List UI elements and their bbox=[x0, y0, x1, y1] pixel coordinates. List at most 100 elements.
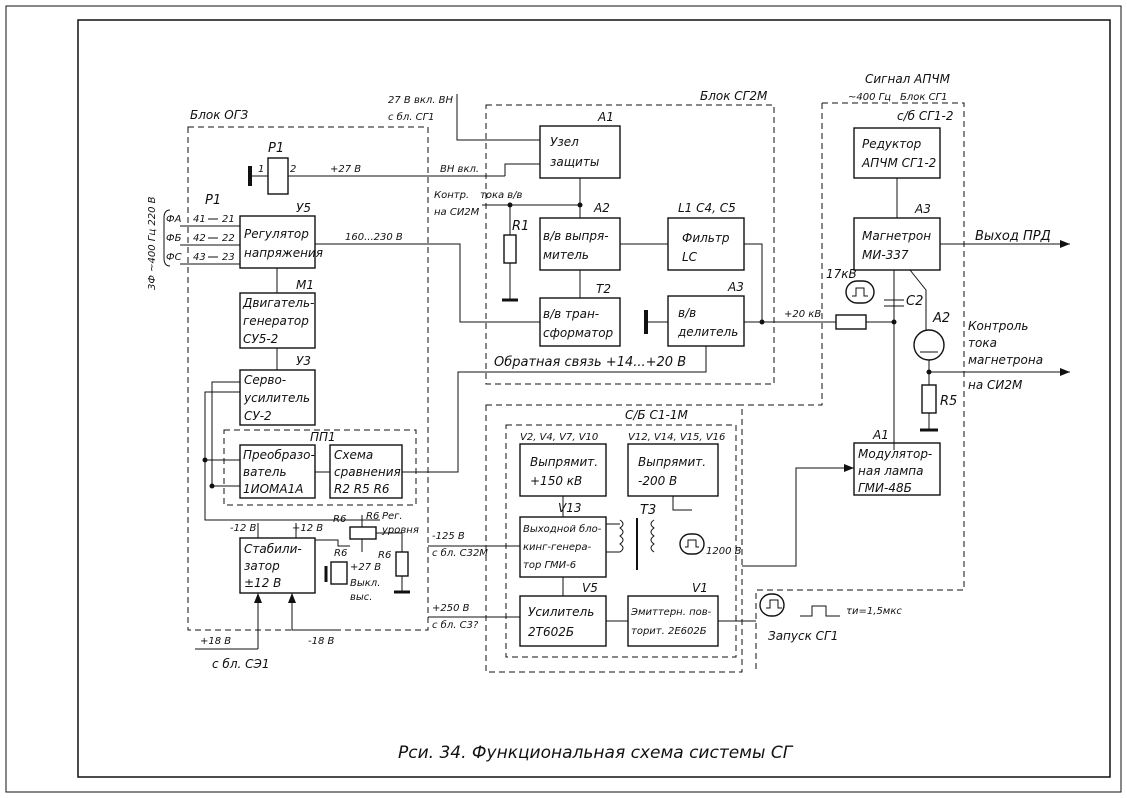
label-27v: +27 В bbox=[330, 164, 361, 175]
pulse-17kv-icon bbox=[845, 280, 875, 304]
outer-frame bbox=[5, 5, 1122, 793]
block-blocking-text3: тор ГМИ-6 bbox=[523, 560, 576, 571]
block-pp1-ref: ПП1 bbox=[310, 430, 336, 444]
label-a2-lamp: А2 bbox=[932, 311, 950, 326]
block-rect150 bbox=[519, 443, 607, 497]
label-160-230v: 160...230 В bbox=[345, 232, 403, 243]
block-stabilizer-text3: ±12 В bbox=[244, 576, 281, 590]
block-m1-ref: М1 bbox=[296, 278, 314, 292]
relay-pin2: 2 bbox=[290, 164, 296, 175]
term-23: 23 bbox=[222, 252, 235, 263]
label-r6c: R6 bbox=[378, 550, 391, 561]
block-comparison bbox=[329, 444, 403, 499]
relay-p1b-label: Р1 bbox=[205, 193, 221, 208]
block-modulator-text: Модулятор- bbox=[858, 447, 932, 461]
label-na-si2m2: на СИ2М bbox=[968, 378, 1023, 392]
label-zapusk: Запуск СГ1 bbox=[768, 629, 838, 643]
block-m1-text3: СУ5-2 bbox=[243, 332, 278, 346]
block-emitter-text: Эмиттерн. пов- bbox=[630, 607, 712, 618]
block-m1 bbox=[239, 292, 316, 349]
group-sb-title: С/Б С1-1М bbox=[625, 408, 688, 422]
block-u3 bbox=[239, 369, 316, 426]
term-42: 42 bbox=[193, 233, 206, 244]
relay-pin1: 1 bbox=[258, 164, 264, 175]
label-vys: выс. bbox=[350, 592, 372, 603]
figure-caption: Рси. 34. Функциональная схема системы СГ bbox=[398, 743, 794, 763]
term-21: 21 bbox=[222, 214, 235, 225]
block-u5 bbox=[239, 215, 316, 269]
label-18v-minus: -18 В bbox=[308, 636, 335, 647]
block-pp1 bbox=[239, 444, 316, 499]
block-stabilizer-text2: затор bbox=[244, 559, 280, 573]
block-modulator-text3: ГМИ-48Б bbox=[858, 481, 912, 495]
block-rect150-ref: V2, V4, V7, V10 bbox=[520, 432, 598, 443]
block-t2-text: в/в тран- bbox=[543, 307, 599, 321]
block-pp1-text: Преобразо- bbox=[243, 448, 315, 462]
resistor-r1 bbox=[503, 234, 517, 264]
block-amplifier bbox=[519, 595, 607, 647]
label-20kv: +20 кВ bbox=[784, 309, 821, 320]
block-u5-text2: напряжения bbox=[244, 246, 323, 260]
relay-p1 bbox=[267, 157, 289, 195]
block-a2-ref: А2 bbox=[593, 201, 610, 215]
block-emitter bbox=[627, 595, 719, 647]
block-u5-text: Регулятор bbox=[244, 227, 309, 241]
label-from-se1: с бл. СЭ1 bbox=[212, 657, 270, 671]
group-sg1 bbox=[755, 102, 965, 672]
label-kontr: Контр. bbox=[434, 190, 469, 201]
block-t2-transformer bbox=[539, 297, 621, 347]
label-output-prd: Выход ПРД bbox=[975, 229, 1051, 244]
diode-lamp-a2 bbox=[913, 329, 945, 361]
phase-c: ФС bbox=[166, 252, 182, 263]
pulse-1200v-icon bbox=[679, 533, 705, 555]
block-a3d-text2: делитель bbox=[677, 325, 738, 339]
block-comparison-text: Схема bbox=[334, 448, 373, 462]
label-r6b: R6 bbox=[366, 511, 379, 522]
block-u3-text3: СУ-2 bbox=[244, 409, 272, 423]
label-toka2: тока bbox=[968, 336, 997, 350]
label-feedback: Обратная связь +14...+20 В bbox=[494, 355, 686, 370]
block-filter-text2: LC bbox=[682, 250, 698, 264]
block-reductor-text: Редуктор bbox=[862, 137, 922, 151]
label-1200v: 1200 В bbox=[706, 546, 742, 557]
group-pp1 bbox=[223, 429, 417, 506]
block-magnetron-ref: А3 bbox=[914, 202, 931, 216]
label-toka: тока в/в bbox=[480, 190, 523, 201]
block-m1-text: Двигатель- bbox=[242, 296, 314, 310]
label-27v-b: +27 В bbox=[350, 562, 381, 573]
block-u5-ref: У5 bbox=[296, 201, 311, 215]
block-stabilizer-text: Стабили- bbox=[244, 542, 302, 556]
block-modulator-text2: ная лампа bbox=[858, 464, 924, 478]
label-plus12: +12 В bbox=[292, 523, 323, 534]
label-t3: Т3 bbox=[640, 503, 656, 518]
label-250v: +250 В bbox=[432, 603, 470, 614]
block-a3d-ref: А3 bbox=[727, 280, 744, 294]
block-modulator bbox=[853, 442, 941, 496]
term-43: 43 bbox=[193, 252, 206, 263]
block-emitter-text2: торит. 2Е602Б bbox=[631, 626, 707, 637]
block-a3d-text: в/в bbox=[678, 306, 696, 320]
apchm-title: Сигнал АПЧМ bbox=[865, 72, 951, 86]
block-modulator-ref: А1 bbox=[872, 428, 889, 442]
apchm-sub3: с/б СГ1-2 bbox=[897, 109, 954, 123]
label-reg: Рег. bbox=[382, 511, 403, 522]
block-rect150-text: Выпрямит. bbox=[530, 455, 598, 469]
block-a2-text2: митель bbox=[543, 248, 589, 262]
label-r5: R5 bbox=[940, 394, 957, 409]
block-blocking-ref: V13 bbox=[558, 501, 581, 515]
relay-p1-label: Р1 bbox=[268, 141, 284, 156]
block-a2-rectifier bbox=[539, 217, 621, 271]
block-rect200-text2: -200 В bbox=[638, 474, 677, 488]
label-125v: -125 В bbox=[432, 531, 465, 542]
block-m1-text2: генератор bbox=[243, 314, 309, 328]
block-magnetron bbox=[853, 217, 941, 271]
block-comparison-text3: R2 R5 R6 bbox=[334, 482, 390, 496]
block-a1-protection bbox=[539, 125, 621, 179]
block-comparison-text2: сравнения bbox=[334, 465, 401, 479]
group-ogz-title: Блок ОГЗ bbox=[190, 108, 248, 122]
label-17kv: 17кВ bbox=[826, 267, 857, 281]
label-magnetrona: магнетрона bbox=[968, 353, 1043, 367]
block-pp1-text2: ватель bbox=[243, 465, 287, 479]
label-vn-vkl: ВН вкл. bbox=[440, 164, 479, 175]
resistor-out bbox=[835, 314, 867, 330]
